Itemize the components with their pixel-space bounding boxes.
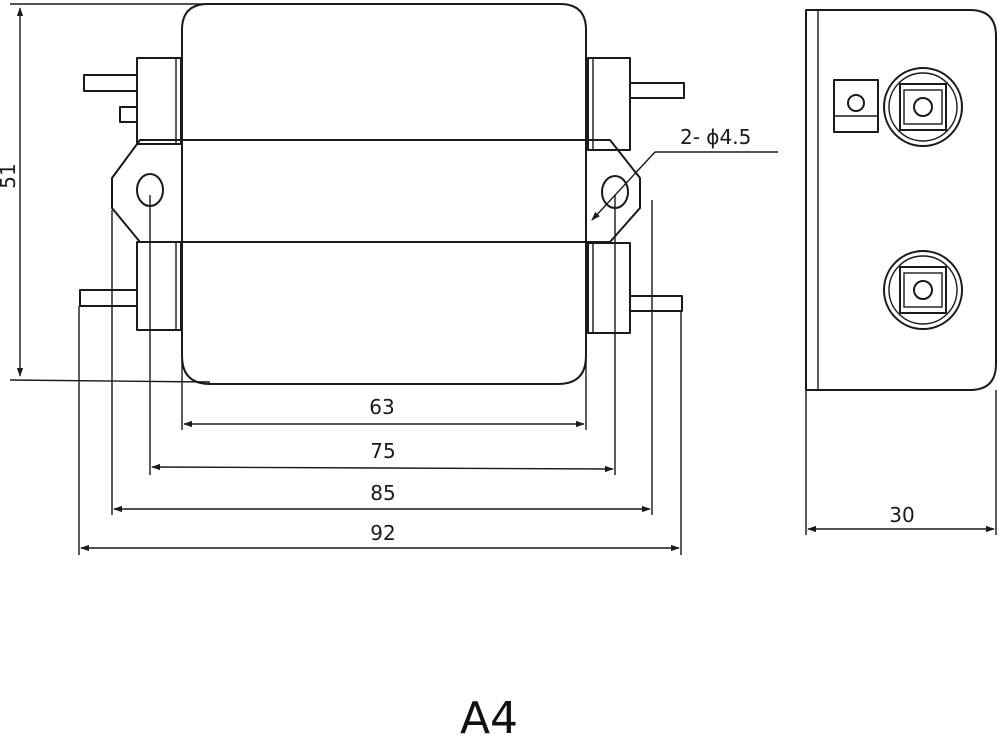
terminal-block-bottom-left [136, 241, 182, 331]
dim-85-label: 85 [370, 481, 395, 505]
filter-body [181, 3, 587, 385]
side-view [805, 9, 997, 535]
side-terminal-upper [883, 67, 963, 147]
front-view [79, 3, 685, 385]
dim-92-label: 92 [370, 521, 395, 545]
model-caption: A4 [460, 693, 518, 742]
terminal-block-bottom-right [587, 242, 631, 334]
terminal-pin-top-right [629, 82, 685, 99]
side-body [805, 9, 997, 391]
dim-height-label: 51 [0, 163, 20, 188]
terminal-pin-bottom-left [79, 289, 138, 307]
dimension-lines [9, 3, 778, 555]
terminal-block-top-right [587, 57, 631, 151]
dim-75-label: 75 [370, 439, 395, 463]
terminal-pin-bottom-right [629, 295, 683, 312]
side-terminal-lower [883, 250, 963, 330]
dim-depth-label: 30 [889, 503, 914, 527]
side-terminal-small [833, 79, 879, 133]
hole-callout-label: 2- ϕ4.5 [680, 125, 751, 149]
dim-63-label: 63 [369, 395, 394, 419]
terminal-block-top-left [136, 57, 182, 145]
mounting-flange [111, 139, 641, 243]
terminal-pin-small-left [119, 106, 138, 123]
terminal-pin-top-left [83, 74, 138, 92]
